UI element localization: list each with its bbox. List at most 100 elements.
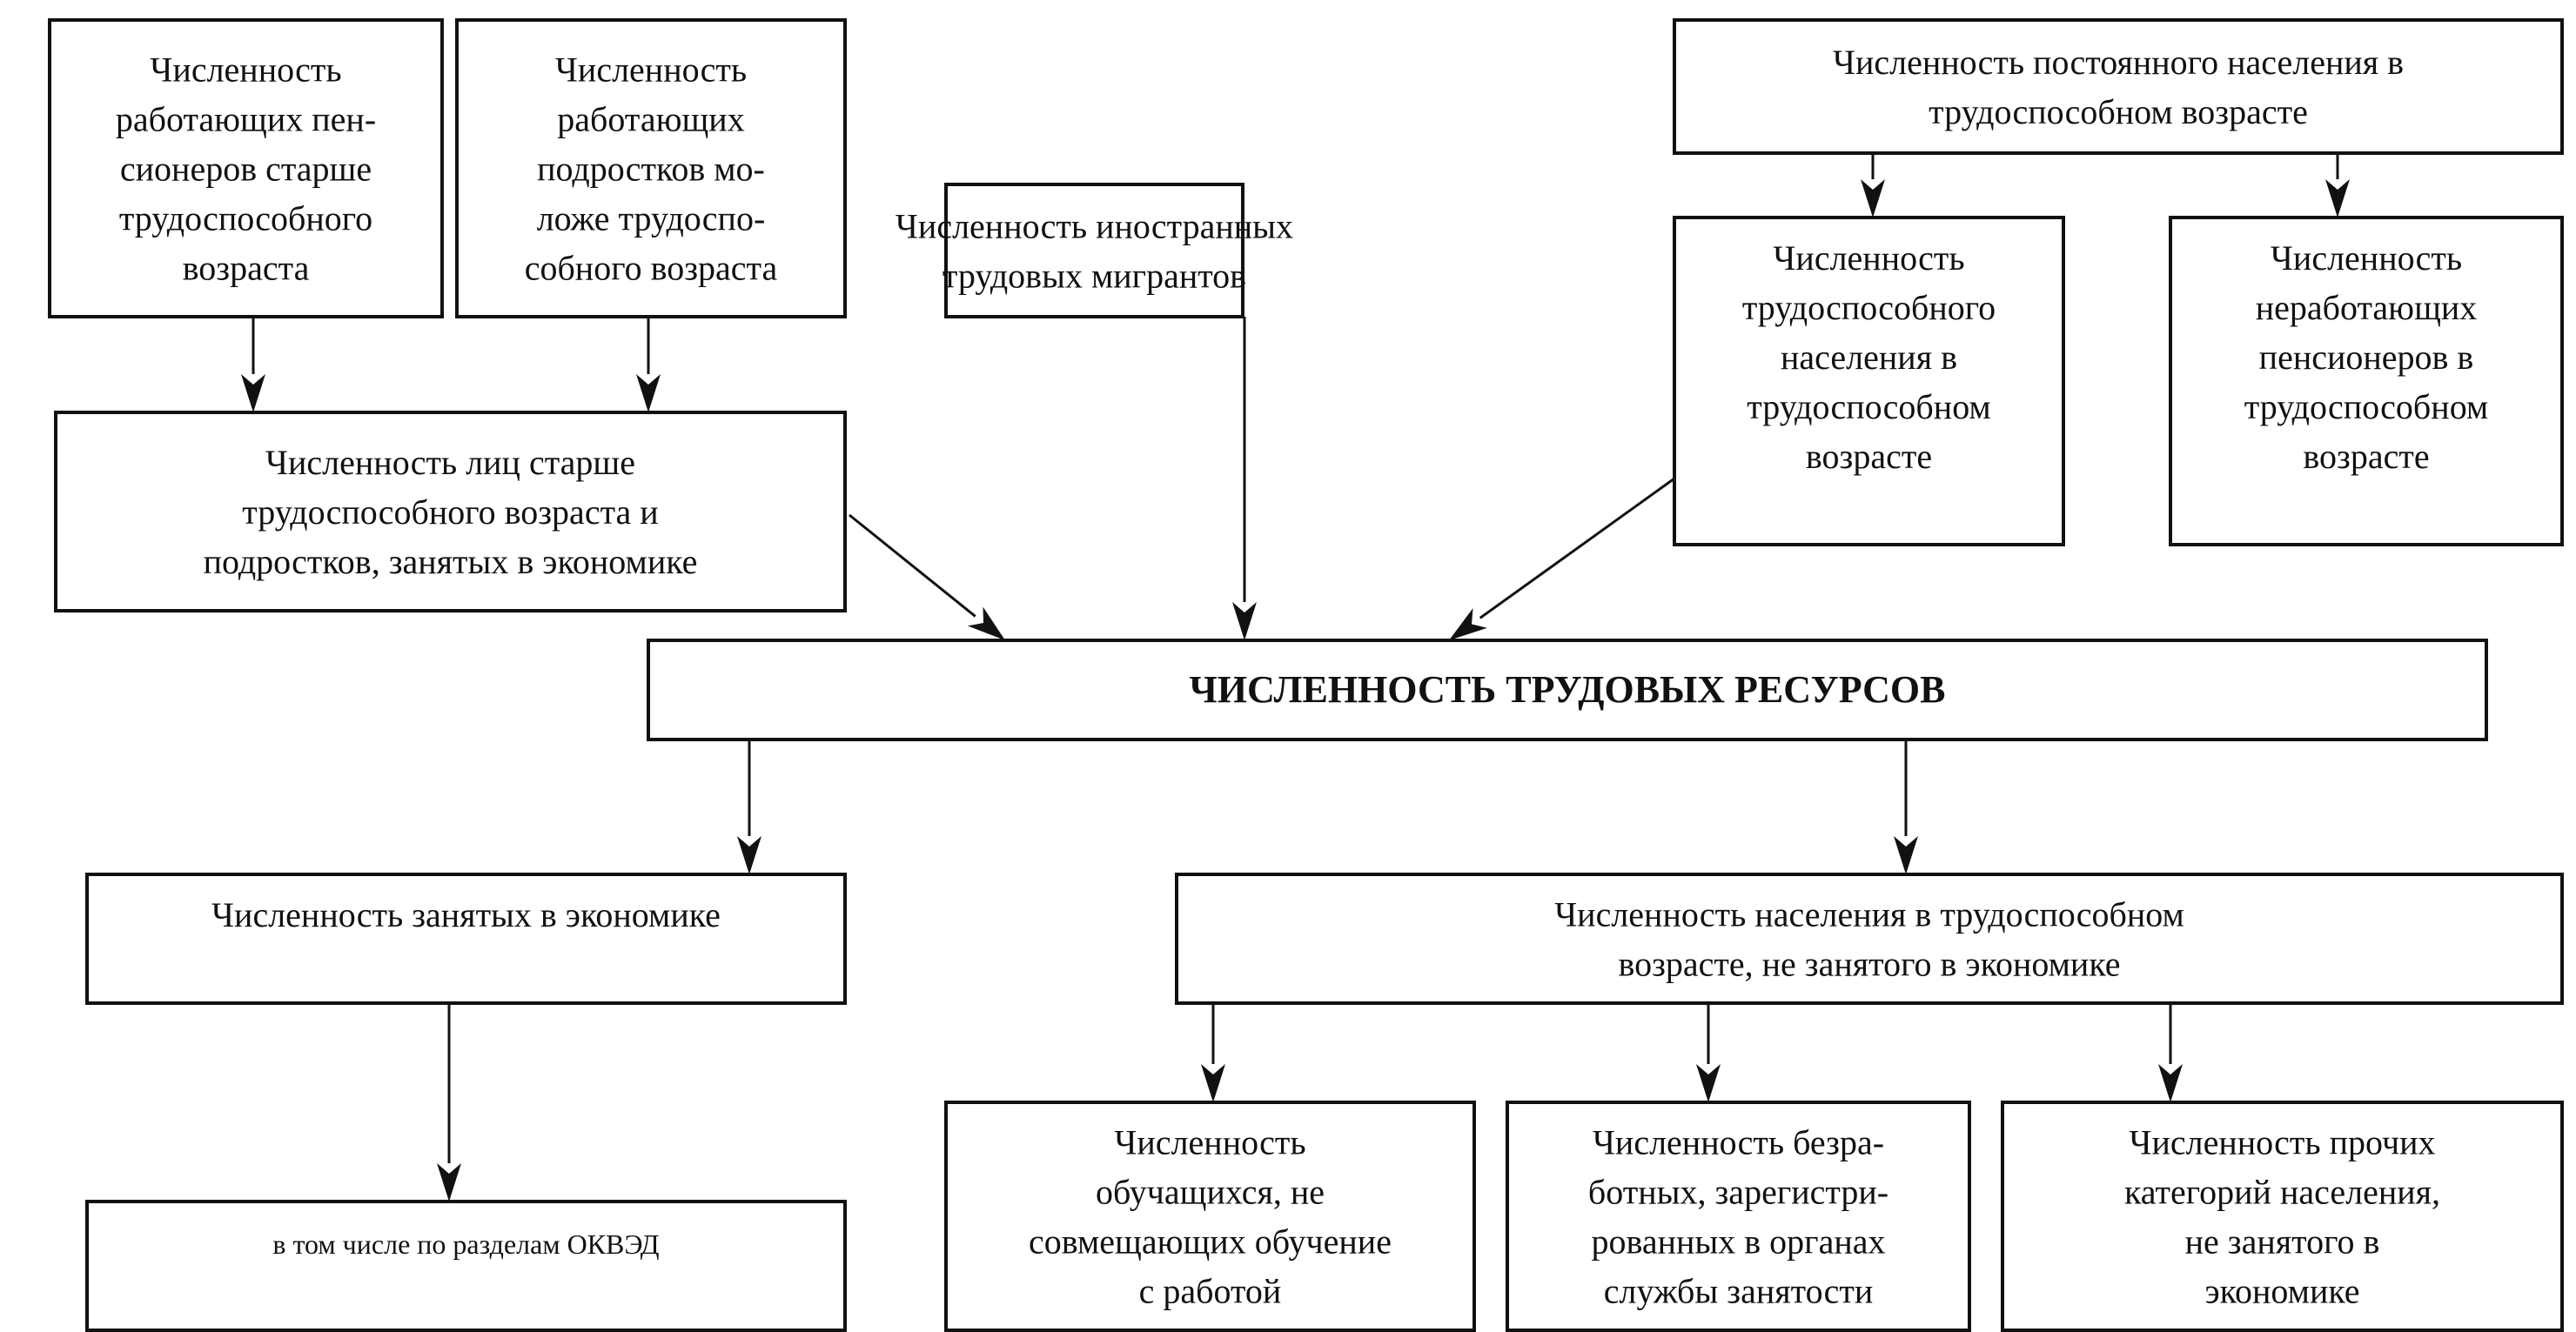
- arrowhead-icon: [1449, 607, 1487, 640]
- node-label-line: Численность иностранных: [896, 207, 1293, 246]
- node-label-line: работающих пен-: [116, 100, 376, 139]
- node-box: [85, 873, 847, 1005]
- node-label-line: возрасте, не занятого в экономике: [1618, 945, 2120, 984]
- node-box: [455, 18, 847, 318]
- node-label-line: службы занятости: [1604, 1272, 1873, 1311]
- node-label-line: Численность: [555, 50, 747, 90]
- node-box: [647, 639, 2488, 741]
- node-label-line: не занятого в: [2185, 1222, 2380, 1262]
- node-box: [54, 411, 847, 612]
- edge-not_employed_working_age-to-students: [1201, 1003, 1225, 1102]
- edge-working_pensioners-to-older_and_teens_employed: [241, 317, 265, 412]
- node-by-okved: в том числе по разделам ОКВЭД: [85, 1200, 847, 1332]
- node-box: [85, 1200, 847, 1332]
- node-label-line: с работой: [1139, 1272, 1282, 1311]
- node-label-line: пенсионеров в: [2259, 338, 2474, 377]
- node-box: [944, 183, 1244, 318]
- node-box: [2169, 216, 2564, 546]
- node-label-line: экономике: [2204, 1272, 2359, 1311]
- edge-not_employed_working_age-to-unemployed_registered: [1696, 1003, 1721, 1102]
- node-box: [1175, 873, 2564, 1005]
- node-label-line: совмещающих обучение: [1029, 1222, 1392, 1262]
- node-labor-resources: ЧИСЛЕННОСТЬ ТРУДОВЫХ РЕСУРСОВ: [647, 639, 2488, 741]
- node-box: [48, 18, 444, 318]
- node-label-line: возрасте: [2303, 437, 2429, 476]
- node-able-working-age: Численность трудоспособного населения в тру…: [1673, 216, 2065, 546]
- edge-labor_resources-to-not_employed_working_age: [1894, 740, 1918, 874]
- node-label-line: трудоспособном: [1747, 387, 1991, 426]
- node-label-line: Численность постоянного населения в: [1833, 43, 2404, 82]
- node-label-line: Численность: [150, 50, 341, 90]
- arrowhead-icon: [1201, 1064, 1225, 1102]
- arrowhead-icon: [636, 374, 661, 412]
- arrowhead-icon: [241, 374, 265, 412]
- node-label-line: Численность безра-: [1593, 1123, 1884, 1162]
- node-label-line: ЧИСЛЕННОСТЬ ТРУДОВЫХ РЕСУРСОВ: [1189, 668, 1945, 711]
- node-label-line: сионеров старше: [120, 150, 372, 189]
- edge-employed-to-by_okved: [437, 1003, 461, 1201]
- node-box: [944, 1101, 1476, 1332]
- node-label-line: населения в: [1781, 338, 1957, 377]
- node-label-line: трудоспособном: [2244, 387, 2489, 426]
- connector-line: [849, 513, 976, 618]
- node-working-teens: Численность работающих подростков мо-ложе …: [455, 18, 847, 318]
- node-box: [1506, 1101, 1971, 1332]
- edge-not_employed_working_age-to-other_categories: [2158, 1003, 2183, 1102]
- node-label-line: Численность прочих: [2129, 1123, 2435, 1162]
- node-label-line: трудоспособного: [1742, 288, 1996, 327]
- node-nonworking-pensioners: Численность неработающих пенсионеров в труд…: [2169, 216, 2564, 546]
- node-unemployed-registered: Численность безра-ботных, зарегистри-ров…: [1506, 1101, 1971, 1332]
- node-students: Численность обучащихся, не совмещающих обу…: [944, 1101, 1476, 1332]
- node-not-employed-working-age: Численность населения в трудоспособном во…: [1175, 873, 2564, 1005]
- node-label-line: рованных в органах: [1591, 1222, 1885, 1262]
- node-label-line: возрасте: [1806, 437, 1932, 476]
- arrowhead-icon: [967, 606, 1005, 640]
- node-label-line: трудоспособного возраста и: [242, 492, 658, 532]
- node-label-line: Численность: [1114, 1123, 1305, 1162]
- edge-able_working_age-to-labor_resources: [1449, 477, 1675, 640]
- node-label-line: категорий населения,: [2124, 1173, 2440, 1212]
- node-label-line: работающих: [557, 100, 744, 139]
- node-label-line: Численность занятых в экономике: [211, 895, 721, 934]
- node-label-line: подростков мо-: [537, 150, 765, 189]
- node-label-line: ложе трудоспо-: [537, 199, 766, 238]
- edge-older_and_teens_employed-to-labor_resources: [849, 513, 1005, 640]
- node-label-line: трудоспособного: [119, 199, 372, 238]
- node-label-line: неработающих: [2256, 288, 2478, 327]
- node-box: [1673, 216, 2065, 546]
- arrowhead-icon: [2158, 1064, 2183, 1102]
- node-label-line: трудоспособном возрасте: [1929, 92, 2308, 131]
- edge-working_teens-to-older_and_teens_employed: [636, 317, 661, 412]
- connector-line: [1479, 477, 1675, 619]
- arrowhead-icon: [1232, 602, 1257, 640]
- node-working-pensioners: Численность работающих пен-сионеров старш…: [48, 18, 444, 318]
- node-label-line: Численность: [2271, 238, 2462, 278]
- arrowhead-icon: [737, 836, 761, 874]
- node-employed: Численность занятых в экономике: [85, 873, 847, 1005]
- arrowhead-icon: [1861, 179, 1885, 218]
- node-other-categories: Численность прочих категорий населения, не…: [2001, 1101, 2564, 1332]
- node-label-line: Численность: [1773, 238, 1964, 278]
- edge-permanent_working_age-to-able_working_age: [1861, 153, 1885, 218]
- node-label-line: возраста: [183, 249, 310, 288]
- arrowhead-icon: [437, 1163, 461, 1201]
- node-foreign-migrants: Численность иностранных трудовых мигранто…: [896, 183, 1293, 318]
- node-label-line: Численность населения в трудоспособном: [1554, 895, 2184, 934]
- arrowhead-icon: [2325, 179, 2350, 218]
- arrowhead-icon: [1696, 1064, 1721, 1102]
- node-label-line: подростков, занятых в экономике: [204, 542, 698, 581]
- arrowhead-icon: [1894, 836, 1918, 874]
- node-label-line: в том числе по разделам ОКВЭД: [272, 1228, 659, 1260]
- edge-permanent_working_age-to-nonworking_pensioners: [2325, 153, 2350, 218]
- node-label-line: обучащихся, не: [1096, 1173, 1325, 1212]
- edge-labor_resources-to-employed: [737, 740, 761, 874]
- node-permanent-working-age: Численность постоянного населения в трудо…: [1673, 18, 2564, 155]
- node-label-line: трудовых мигрантов: [943, 257, 1246, 296]
- node-box: [1673, 18, 2564, 155]
- edge-foreign_migrants-to-labor_resources: [1232, 317, 1257, 640]
- node-label-line: ботных, зарегистри-: [1588, 1173, 1888, 1212]
- node-box: [2001, 1101, 2564, 1332]
- node-label-line: собного возраста: [525, 249, 778, 288]
